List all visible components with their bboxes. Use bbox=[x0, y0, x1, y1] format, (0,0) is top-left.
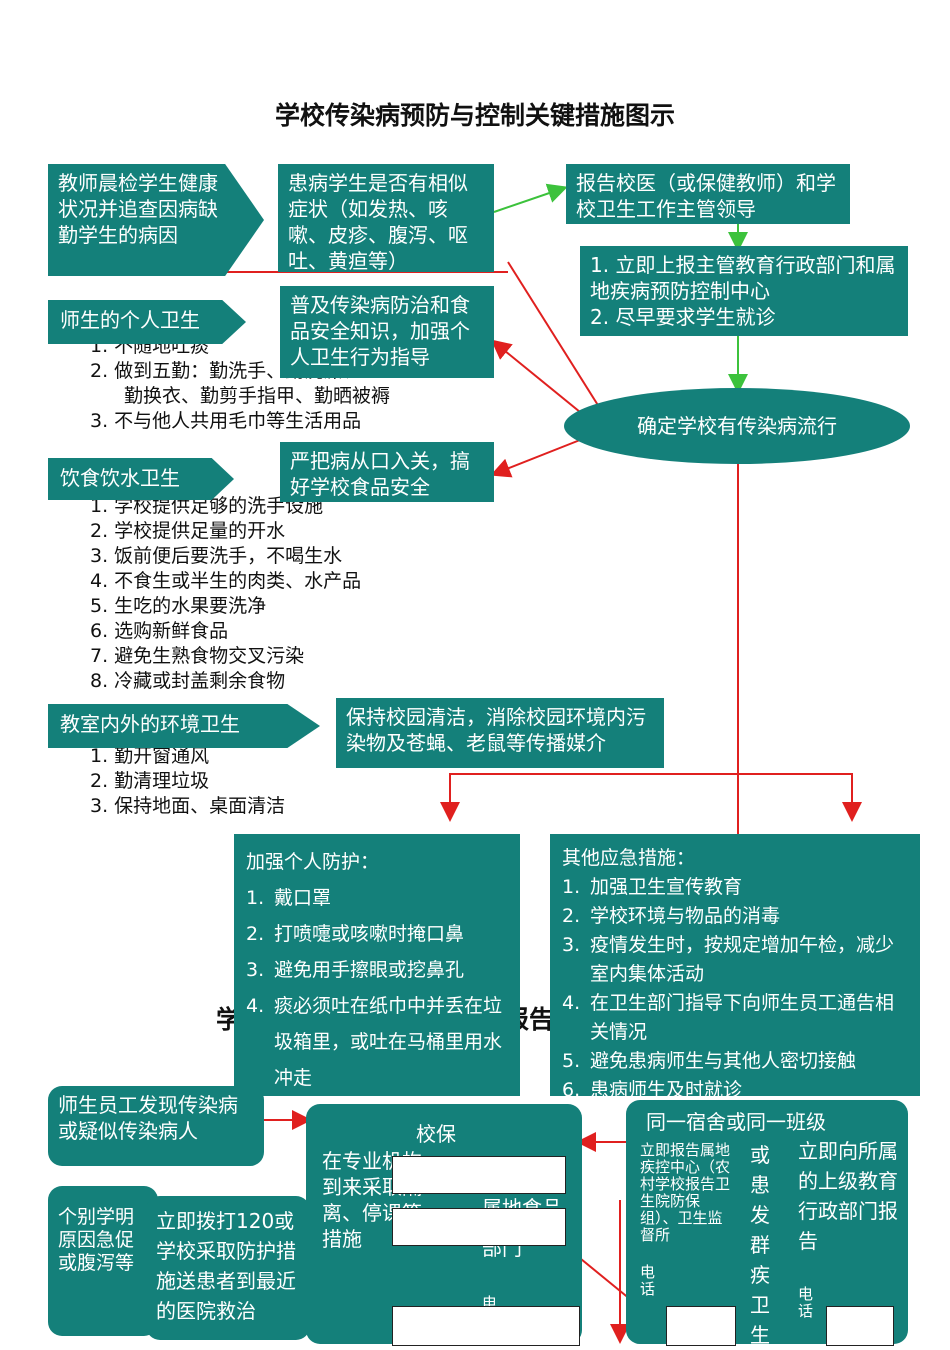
call-120-box: 立即拨打120或学校采取防护措施送患者到最近的医院救治 bbox=[146, 1196, 310, 1340]
report-school-box: 报告校医（或保健教师）和学校卫生工作主管领导 bbox=[566, 164, 850, 224]
emergency-panel: 其他应急措施： 1.加强卫生宣传教育 2.学校环境与物品的消毒 3.疫情发生时，… bbox=[550, 834, 920, 1096]
protection-panel: 加强个人防护： 1.戴口罩 2.打喷嚏或咳嗽时掩口鼻 3.避免用手擦眼或挖鼻孔 … bbox=[234, 834, 520, 1096]
list-item: 4.在卫生部门指导下向师生员工通告相关情况 bbox=[562, 992, 895, 1043]
list-item: 4.痰必须吐在纸巾中并丢在垃圾箱里，或吐在马桶里用水冲走 bbox=[246, 995, 503, 1089]
food-water-tag: 饮食饮水卫生 bbox=[48, 458, 234, 500]
page-title: 学校传染病预防与控制关键措施图示 bbox=[274, 101, 675, 130]
emergency-title: 其他应急措施： bbox=[562, 847, 696, 869]
center-block: 校保 在专业机构到来采取隔离、停课等措施 立即报告属地食品部门 电 bbox=[306, 1104, 582, 1344]
arrow-confirm-to-symptoms bbox=[507, 261, 607, 419]
list-item: 2. 勤清理垃圾 bbox=[90, 770, 210, 792]
arrow-confirm-to-popularize bbox=[490, 339, 581, 413]
blank-field bbox=[666, 1306, 736, 1346]
personal-hygiene-tag: 师生的个人卫生 bbox=[48, 300, 246, 344]
report-list-text: 立即报告属地疾控中心（农村学校报告卫生院防保组）、卫生监督所 bbox=[640, 1141, 731, 1244]
blank-field bbox=[392, 1306, 580, 1346]
center-top-text: 校保 bbox=[416, 1122, 456, 1146]
campus-clean-box: 保持校园清洁，消除校园环境内污染物及苍蝇、老鼠等传播媒介 bbox=[336, 698, 664, 768]
list-item: 7. 避免生熟食物交叉污染 bbox=[90, 645, 305, 667]
list-item: 2.学校环境与物品的消毒 bbox=[562, 905, 781, 927]
environment-list: 1. 勤开窗通风 2. 勤清理垃圾 3. 保持地面、桌面清洁 bbox=[90, 744, 450, 819]
environment-tag: 教室内外的环境卫生 bbox=[48, 704, 320, 748]
list-item: 4. 不食生或半生的肉类、水产品 bbox=[90, 570, 362, 592]
food-gate-box: 严把病从口入关，搞好学校食品安全 bbox=[280, 442, 494, 502]
food-water-list: 1. 学校提供足够的洗手设施 2. 学校提供足量的开水 3. 饭前便后要洗手，不… bbox=[90, 494, 450, 694]
list-item: 3. 饭前便后要洗手，不喝生水 bbox=[90, 545, 343, 567]
same-class-text: 同一宿舍或同一班级 bbox=[646, 1110, 826, 1134]
list-item: 3. 保持地面、桌面清洁 bbox=[90, 795, 286, 817]
discover-box: 师生员工发现传染病或疑似传染病人 bbox=[48, 1086, 264, 1166]
arrow-confirm-to-food bbox=[490, 439, 581, 478]
protection-title: 加强个人防护： bbox=[246, 851, 380, 873]
confirm-text: 确定学校有传染病流行 bbox=[637, 414, 837, 438]
right-block: 同一宿舍或同一班级 立即报告属地疾控中心（农村学校报告卫生院防保组）、卫生监督所… bbox=[626, 1100, 908, 1347]
popularize-box: 普及传染病防治和食品安全知识，加强个人卫生行为指导 bbox=[280, 286, 494, 378]
arrow-symptoms-to-report bbox=[493, 183, 568, 213]
list-item: 6.患病师生及时就诊 bbox=[562, 1079, 743, 1096]
report-up-box: 1. 立即上报主管教育行政部门和属地疾病预防控制中心 2. 尽早要求学生就诊 bbox=[580, 246, 908, 336]
arrow-split bbox=[449, 773, 853, 816]
list-item: 8. 冷藏或封盖剩余食物 bbox=[90, 670, 286, 692]
list-item: 1.戴口罩 bbox=[246, 887, 332, 909]
list-item: 3.避免用手擦眼或挖鼻孔 bbox=[246, 959, 465, 981]
education-text: 立即向所属的上级教育行政部门报告 bbox=[798, 1139, 898, 1253]
middle-fragment-text: 或患发群疾卫生 bbox=[750, 1143, 770, 1347]
list-item: 2. 学校提供足量的开水 bbox=[90, 520, 286, 542]
blank-field bbox=[826, 1306, 894, 1346]
list-item: 1.加强卫生宣传教育 bbox=[562, 876, 743, 898]
blank-field bbox=[392, 1208, 566, 1246]
list-item: 2.打喷嚏或咳嗽时掩口鼻 bbox=[246, 923, 465, 945]
list-item: 5. 生吃的水果要洗净 bbox=[90, 595, 267, 617]
blank-field bbox=[392, 1156, 566, 1194]
list-item: 1. 勤开窗通风 bbox=[90, 745, 210, 767]
list-item: 1. 学校提供足够的洗手设施 bbox=[90, 495, 324, 517]
list-item: 5.避免患病师生与其他人密切接触 bbox=[562, 1050, 857, 1072]
report-up-item-1: 1. 立即上报主管教育行政部门和属地疾病预防控制中心 bbox=[590, 253, 896, 303]
symptoms-box: 患病学生是否有相似症状（如发热、咳嗽、皮疹、腹泻、呕吐、黄疸等） bbox=[278, 164, 494, 273]
morning-check-box: 教师晨检学生健康状况并追查因病缺勤学生的病因 bbox=[48, 164, 264, 276]
list-item: 勤换衣、勤剪手指甲、勤晒被褥 bbox=[124, 385, 391, 407]
confirm-ellipse: 确定学校有传染病流行 bbox=[564, 388, 910, 464]
list-item: 3.疫情发生时，按规定增加午检，减少室内集体活动 bbox=[562, 934, 895, 985]
report-up-item-2: 2. 尽早要求学生就诊 bbox=[590, 305, 776, 329]
individual-box: 个别学明原因急促或腹泻等 bbox=[48, 1186, 158, 1336]
list-item: 6. 选购新鲜食品 bbox=[90, 620, 229, 642]
report-list-b-text: 电话 bbox=[640, 1263, 656, 1298]
education-b-text: 电话 bbox=[798, 1285, 814, 1320]
list-item: 3. 不与他人共用毛巾等生活用品 bbox=[90, 410, 362, 432]
